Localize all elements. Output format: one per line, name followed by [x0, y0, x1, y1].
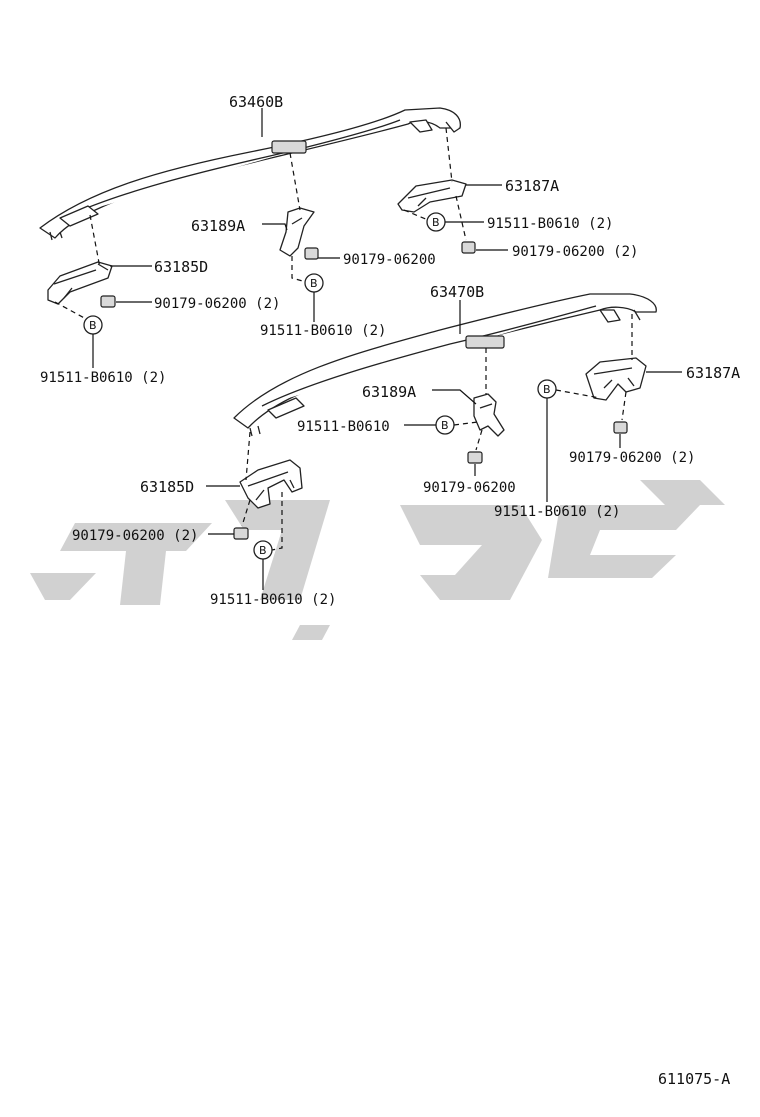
bolt-center-bottom-label: 91511-B0610	[297, 419, 390, 435]
bolt-right-top-label: 91511-B0610 (2)	[487, 216, 613, 232]
watermark-logo	[30, 480, 725, 640]
bracket-left-top-label: 63185D	[154, 258, 208, 276]
dash-cb-3	[475, 429, 483, 451]
bolt-right-top-callout-letter: B	[432, 216, 440, 229]
bracket-left-bottom	[239, 459, 303, 509]
dash-lb-3	[271, 492, 283, 551]
nut-right-top-label: 90179-06200 (2)	[512, 244, 638, 260]
dash-ct-2	[291, 256, 307, 283]
bracket-right-bottom	[585, 357, 647, 401]
nut-right-bottom-label: 90179-06200 (2)	[569, 450, 695, 466]
roof-rail-bottom	[233, 293, 657, 437]
center-top-leader	[262, 223, 288, 231]
dash-cb-2	[453, 421, 479, 426]
dash-rt-1	[445, 127, 453, 183]
roof-rail-top	[39, 107, 461, 241]
nut-left-top	[100, 295, 116, 308]
dash-rt-2	[403, 209, 429, 221]
rail-bottom-label: 63470B	[430, 283, 484, 301]
dash-lb-2	[241, 499, 251, 527]
bolt-right-bottom-label: 91511-B0610 (2)	[494, 504, 620, 520]
bolt-center-top-callout-letter: B	[310, 277, 318, 290]
center-bracket-top	[279, 207, 315, 257]
dash-rb-3	[621, 391, 627, 421]
bracket-right-top-label: 63187A	[505, 177, 559, 195]
center-bottom-label: 63189A	[362, 383, 416, 401]
dash-lt-1	[89, 214, 101, 269]
nut-center-top	[304, 247, 319, 260]
dash-lb-1	[245, 431, 251, 481]
bracket-right-top	[397, 179, 467, 213]
nut-left-top-label: 90179-06200 (2)	[154, 296, 280, 312]
bolt-center-top-label: 91511-B0610 (2)	[260, 323, 386, 339]
nut-center-top-label: 90179-06200	[343, 252, 436, 268]
rail-top-label: 63460B	[229, 93, 283, 111]
nut-left-bottom-label: 90179-06200 (2)	[72, 528, 198, 544]
bracket-left-bottom-label: 63185D	[140, 478, 194, 496]
bolt-left-bottom-label: 91511-B0610 (2)	[210, 592, 336, 608]
bolt-left-bottom-callout-letter: B	[259, 544, 267, 557]
dash-rb-2	[555, 389, 601, 399]
nut-center-bottom	[467, 451, 483, 464]
bracket-left-top	[47, 261, 113, 305]
bolt-left-top-callout-letter: B	[89, 319, 97, 332]
bolt-left-top-label: 91511-B0610 (2)	[40, 370, 166, 386]
nut-right-top	[461, 241, 476, 254]
nut-left-bottom	[233, 527, 249, 540]
center-bracket-bottom	[473, 393, 505, 437]
rail-top-leader: 63460B	[229, 93, 283, 137]
bracket-right-bottom-label: 63187A	[686, 364, 740, 382]
bolt-right-bottom-callout-letter: B	[543, 383, 551, 396]
dash-rt-3	[455, 195, 467, 241]
center-top-label: 63189A	[191, 217, 245, 235]
dash-ct-1	[289, 152, 301, 211]
center-bottom-leader	[432, 389, 477, 405]
reference-code: 611075-A	[658, 1070, 730, 1088]
nut-center-bottom-label: 90179-06200	[423, 480, 516, 496]
dash-lt-2	[54, 301, 89, 321]
bolt-center-bottom-callout-letter: B	[441, 419, 449, 432]
nut-right-bottom	[613, 421, 628, 434]
